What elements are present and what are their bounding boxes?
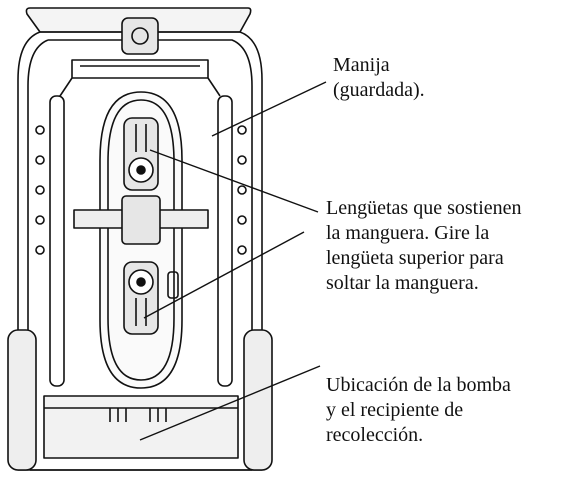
callout-handle: Manija (guardada). (333, 53, 425, 103)
callout-hose-tabs: Lengüetas que sostienen la manguera. Gir… (326, 196, 522, 296)
callout-handle-line-1: Manija (333, 54, 390, 76)
callout-tabs-line-2: la manguera. Gire la (326, 222, 490, 244)
callout-pump-line-1: Ubicación de la bomba (326, 374, 511, 396)
lower-hose-tab (123, 261, 179, 335)
handle-latch (121, 17, 159, 55)
callout-tabs-line-1: Lengüetas que sostienen (326, 197, 522, 219)
side-rivets (35, 125, 247, 255)
side-rail-left (49, 95, 65, 387)
compartment-vents (109, 408, 167, 422)
callout-tabs-line-3: lengüeta superior para (326, 247, 504, 269)
crossbar-block (121, 195, 161, 245)
callout-pump-line-3: recolección. (326, 424, 424, 446)
hose-panel-inner (107, 99, 175, 381)
callout-handle-line-2: (guardada). (333, 79, 425, 101)
wheel-right (243, 329, 273, 471)
handle-latch-knob (131, 27, 149, 45)
callout-pump: Ubicación de la bomba y el recipiente de… (326, 373, 511, 448)
pump-compartment (43, 395, 239, 459)
leader-pump (139, 365, 321, 441)
leader-upper-tab (149, 149, 319, 213)
side-rail-right (217, 95, 233, 387)
stowed-handle (59, 59, 221, 97)
leader-lower-tab (143, 231, 305, 319)
wheel-left (7, 329, 37, 471)
upper-hose-tab (123, 117, 159, 191)
callout-pump-line-2: y el recipiente de (326, 399, 464, 421)
callout-tabs-line-4: soltar la manguera. (326, 272, 479, 294)
leader-handle (211, 81, 327, 137)
unit-shell-inner (27, 39, 253, 470)
